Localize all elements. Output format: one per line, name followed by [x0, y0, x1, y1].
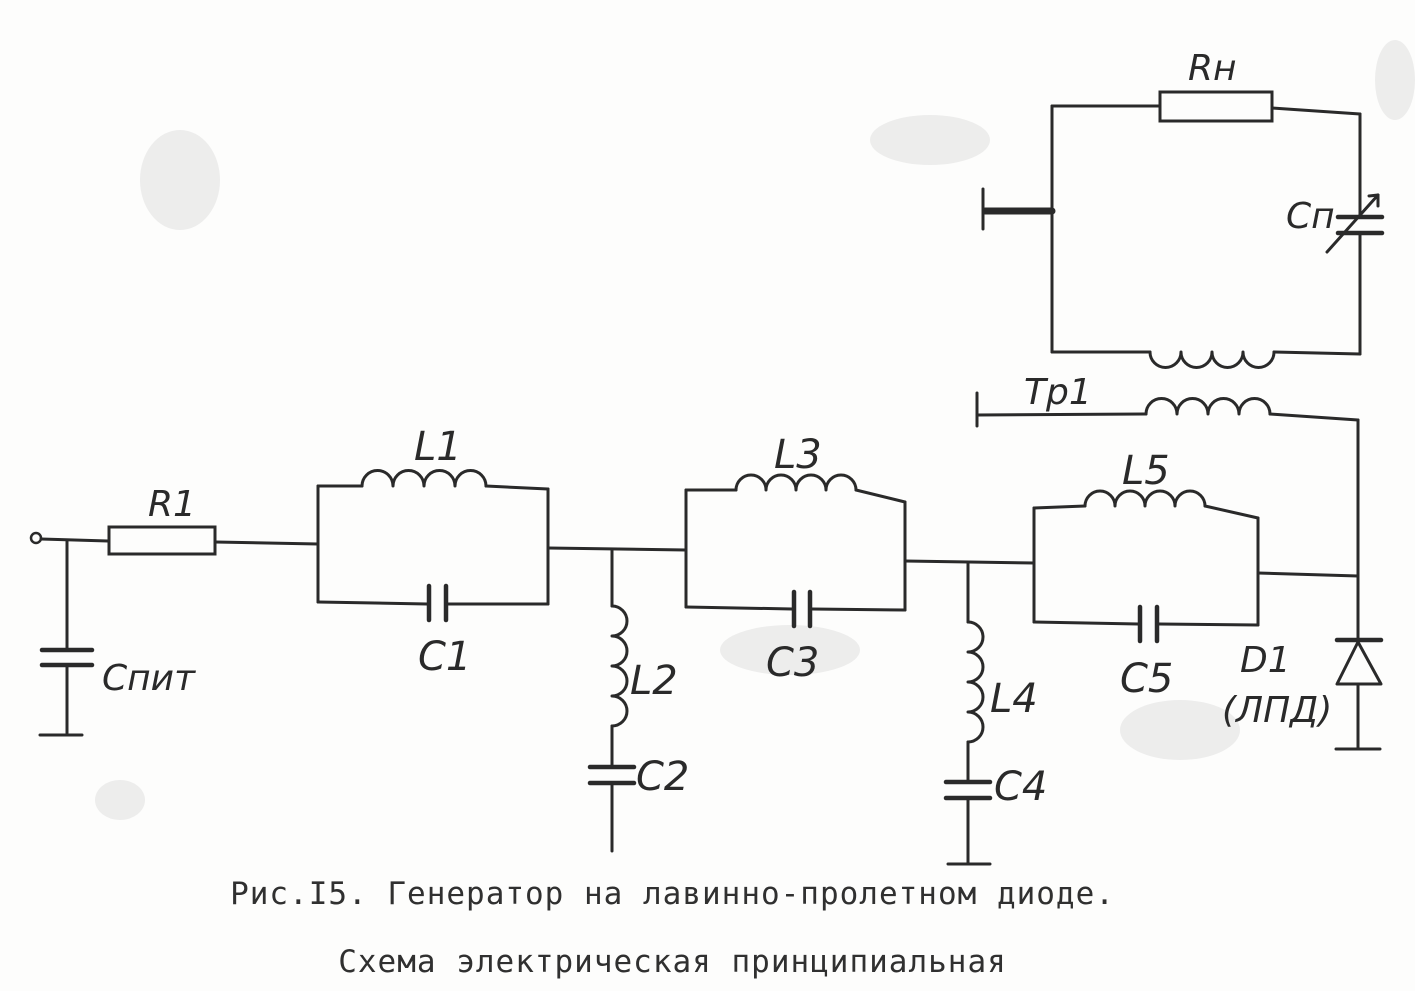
label-c4: C4	[994, 764, 1047, 810]
label-rh: Rн	[1188, 48, 1237, 89]
input-terminal	[29, 531, 110, 545]
label-l4: L4	[990, 676, 1038, 722]
label-c5: C5	[1120, 656, 1173, 702]
tank-l1-c1	[316, 469, 550, 623]
label-l2: L2	[630, 658, 678, 704]
shunt-l4-c4	[943, 560, 993, 866]
load-loop	[981, 90, 1385, 356]
tank-l3-c3	[684, 473, 907, 629]
transformer-tr1	[975, 350, 1362, 428]
resistor-r1	[107, 525, 320, 556]
label-l3: L3	[774, 432, 822, 478]
label-d1-type: (ЛПД)	[1222, 690, 1332, 731]
diode-d1	[1334, 418, 1384, 751]
label-l5: L5	[1122, 448, 1170, 494]
capacitor-cpit	[38, 538, 95, 737]
label-d1: D1	[1240, 640, 1291, 681]
shunt-l2-c2	[587, 547, 637, 853]
label-c1: C1	[418, 634, 471, 680]
label-cpit: Cпит	[102, 658, 196, 699]
label-c2: C2	[636, 754, 689, 800]
component-labels: Rн Cп Tр1 R1 L1 L3 L5 C1 C3 C5 L2 C2 L4 …	[102, 48, 1335, 810]
label-tr1: Tр1	[1024, 372, 1092, 413]
tank-l5-c5	[1032, 489, 1260, 644]
label-cp: Cп	[1286, 196, 1335, 237]
scan-noise	[95, 40, 1415, 820]
label-l1: L1	[414, 424, 462, 470]
label-r1: R1	[148, 484, 196, 525]
label-c3: C3	[766, 640, 819, 686]
figure-caption-subtitle: Схема электрическая принципиальная	[338, 944, 1007, 980]
figure-caption-title: Рис.I5. Генератор на лавинно-пролетном д…	[230, 876, 1115, 912]
